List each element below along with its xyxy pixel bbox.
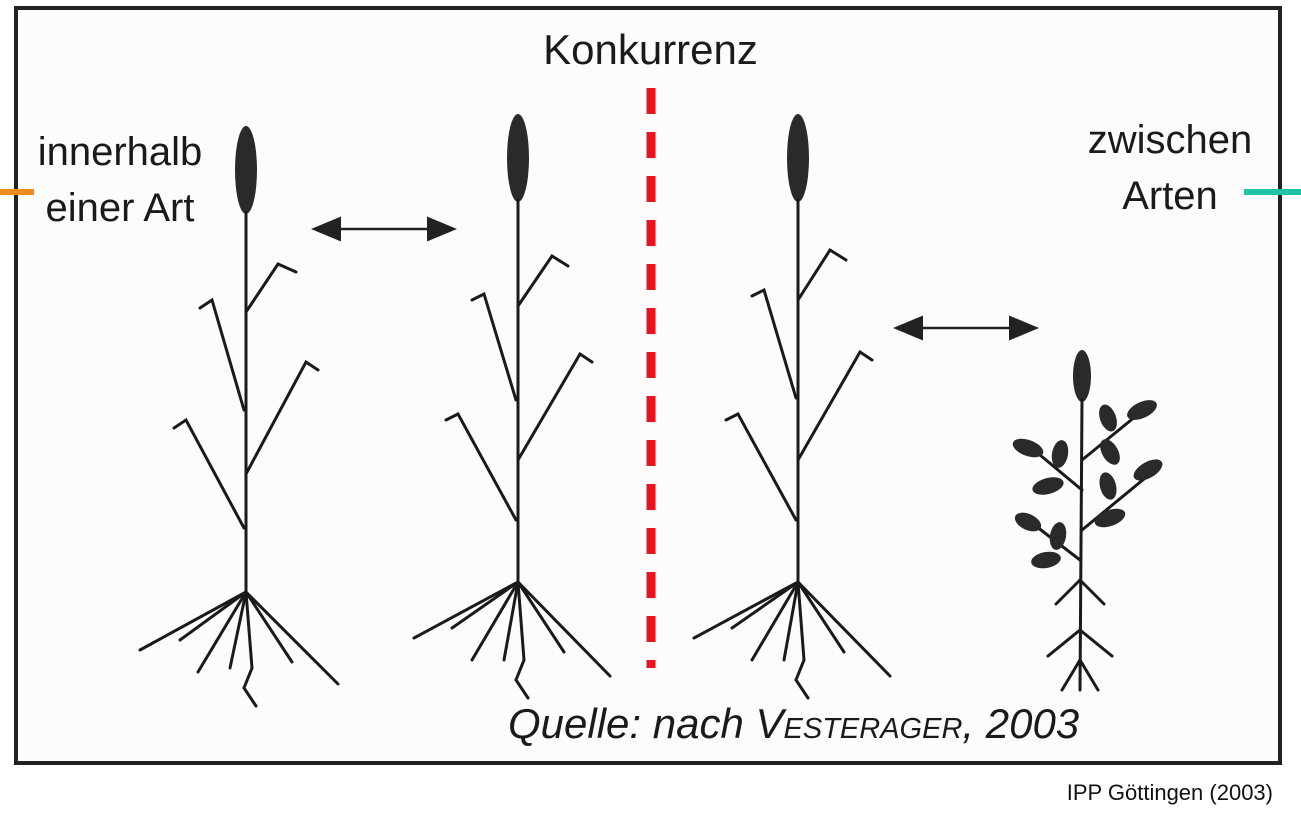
grass-plant-1 xyxy=(140,126,338,706)
weed-plant xyxy=(1010,350,1166,690)
grass-plant-3 xyxy=(694,114,890,698)
grass-plant-2 xyxy=(414,114,610,698)
